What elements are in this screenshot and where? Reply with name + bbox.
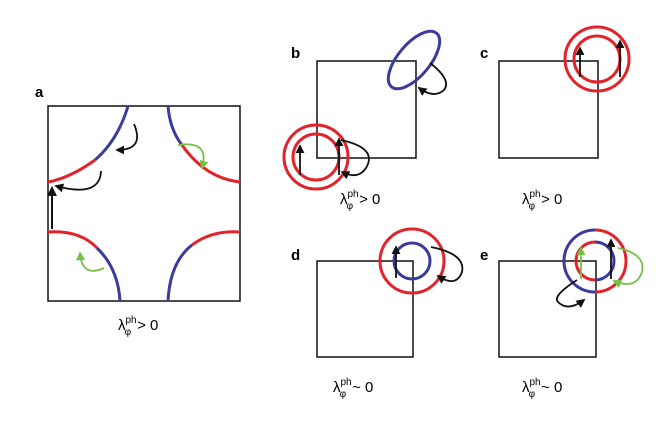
panel-a-label: a xyxy=(35,84,44,101)
panel-b-box xyxy=(316,60,417,159)
fermi-arc-bottom-right-blue xyxy=(166,243,193,302)
outer-ring-red-half xyxy=(594,228,628,294)
panel-c-label: c xyxy=(480,45,488,62)
scattering-arrow-umklapp xyxy=(54,170,102,193)
panel-a-box xyxy=(47,105,241,302)
arrow-b-curl-upper xyxy=(417,62,448,96)
panel-d-box xyxy=(316,260,414,358)
blue-pocket-ellipse xyxy=(386,29,442,91)
panel-e-label: e xyxy=(480,247,488,264)
panel-d-label: d xyxy=(291,247,300,264)
green-arrow-curl xyxy=(612,247,644,288)
arrow-b-curl-lower xyxy=(340,139,370,180)
outer-ring-blue-half xyxy=(562,228,596,294)
fermi-arc-top-right-red xyxy=(180,144,241,184)
fermi-arc-bottom-right-red xyxy=(191,230,241,247)
green-arrow-bottom-left xyxy=(76,251,105,272)
inner-ring-red-half xyxy=(574,240,596,282)
inner-ring-blue-half xyxy=(594,240,616,282)
blue-pocket xyxy=(392,241,432,281)
red-pocket xyxy=(378,227,446,295)
arrow-d-curl xyxy=(430,246,464,284)
fermi-arc-top-left-blue xyxy=(94,105,130,162)
panel-b-label: b xyxy=(291,45,300,62)
fermi-arc-top-left-red xyxy=(47,158,96,184)
arrow-e-curl xyxy=(556,279,586,308)
panel-e-box xyxy=(498,260,597,358)
fermi-arc-bottom-left-red xyxy=(47,230,99,250)
red-pocket-outer xyxy=(282,123,350,191)
fermi-arc-bottom-left-blue xyxy=(95,246,122,302)
green-arrow-top-right xyxy=(177,143,209,170)
red-pocket-outer xyxy=(563,25,631,93)
panel-c-box xyxy=(498,60,599,159)
scattering-arrow-top-left xyxy=(115,123,138,155)
fermi-arc-top-right-blue xyxy=(166,105,184,146)
